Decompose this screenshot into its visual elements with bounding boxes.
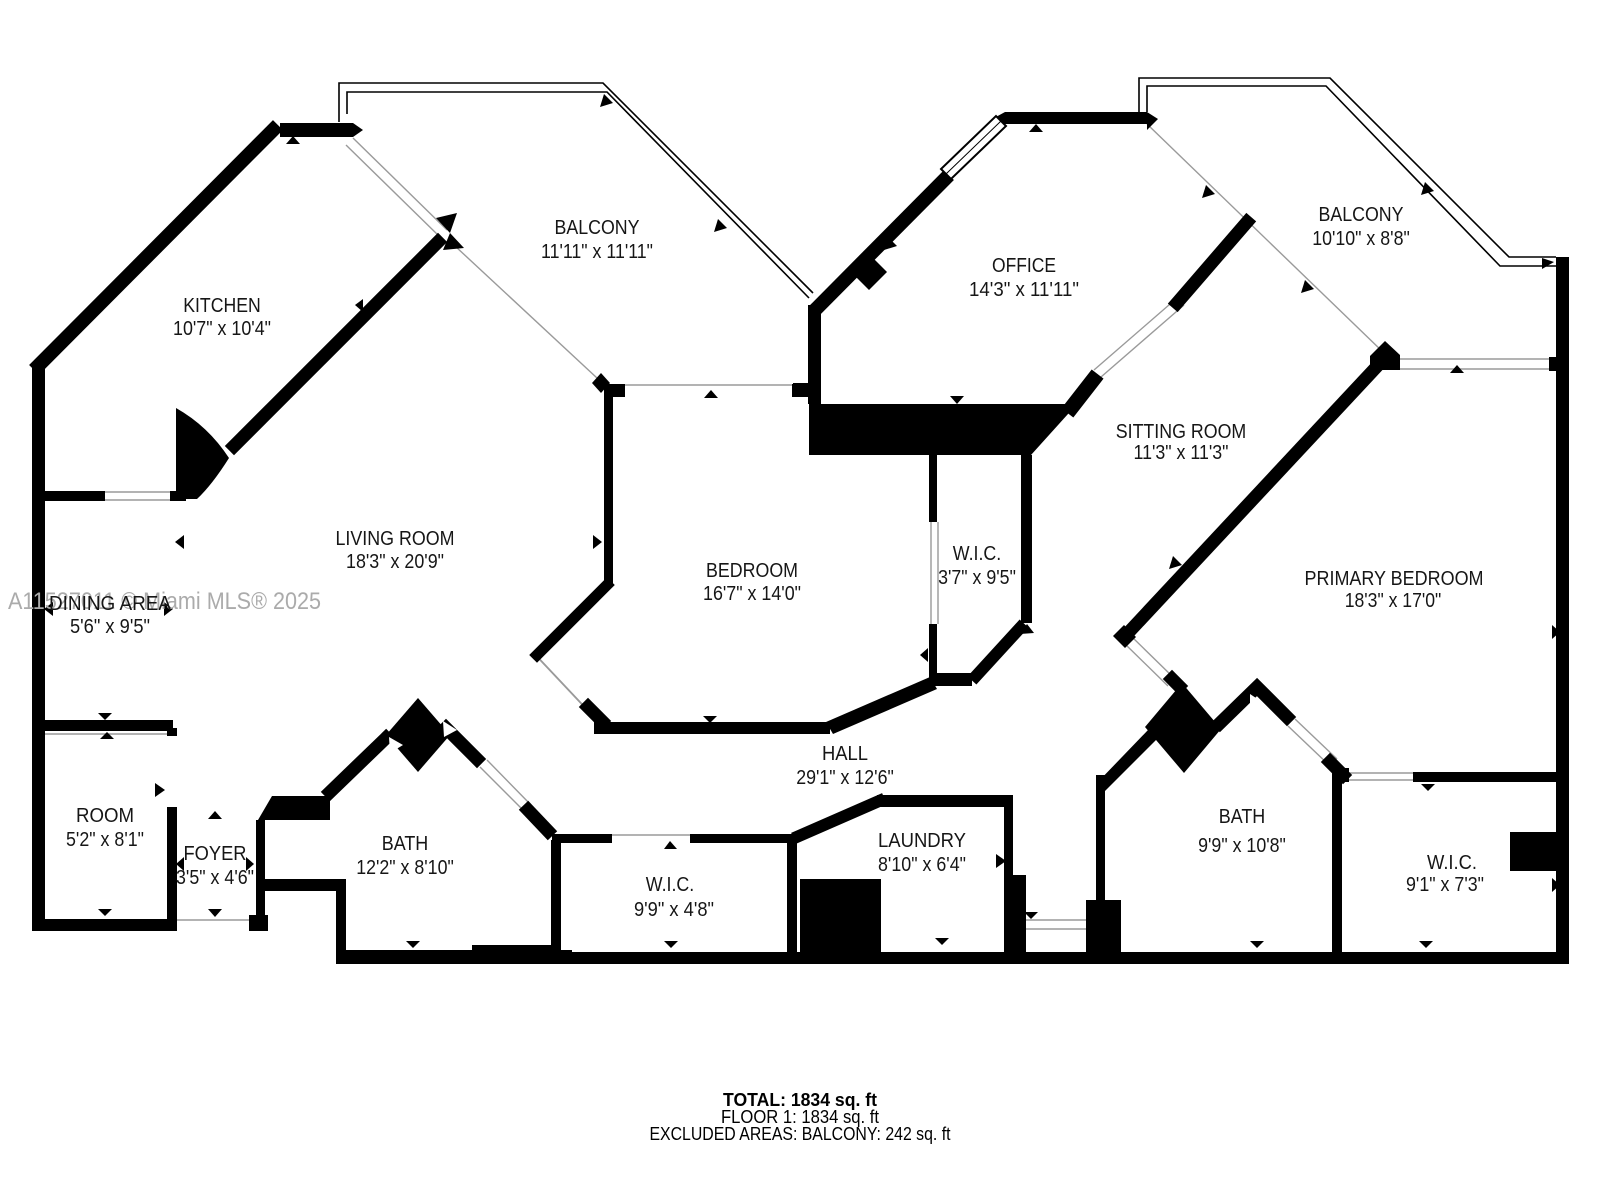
svg-text:11'3" x 11'3": 11'3" x 11'3" [1134, 442, 1229, 464]
svg-text:A11527011 © Miami MLS® 2025: A11527011 © Miami MLS® 2025 [8, 588, 321, 615]
svg-text:TOTAL: 1834 sq. ft: TOTAL: 1834 sq. ft [723, 1089, 878, 1110]
svg-text:10'7" x 10'4": 10'7" x 10'4" [173, 318, 271, 340]
svg-text:11'11" x 11'11": 11'11" x 11'11" [541, 241, 653, 263]
svg-text:BALCONY: BALCONY [555, 217, 640, 239]
svg-text:16'7" x 14'0": 16'7" x 14'0" [703, 583, 801, 605]
svg-text:BATH: BATH [1219, 806, 1266, 828]
svg-text:3'5" x 4'6": 3'5" x 4'6" [176, 867, 254, 889]
svg-text:5'6" x 9'5": 5'6" x 9'5" [70, 616, 150, 638]
svg-text:LAUNDRY: LAUNDRY [878, 830, 966, 852]
svg-text:3'7" x 9'5": 3'7" x 9'5" [938, 567, 1016, 589]
svg-text:LIVING ROOM: LIVING ROOM [336, 528, 455, 550]
svg-text:9'1" x 7'3": 9'1" x 7'3" [1406, 874, 1484, 896]
svg-text:OFFICE: OFFICE [992, 255, 1056, 277]
svg-text:ROOM: ROOM [76, 805, 134, 827]
svg-text:8'10" x 6'4": 8'10" x 6'4" [878, 854, 966, 876]
svg-text:DINING AREA: DINING AREA [49, 593, 172, 615]
svg-text:BATH: BATH [382, 833, 429, 855]
svg-text:W.I.C.: W.I.C. [953, 543, 1002, 565]
svg-text:PRIMARY BEDROOM: PRIMARY BEDROOM [1305, 568, 1484, 590]
svg-text:BEDROOM: BEDROOM [706, 560, 798, 582]
svg-text:9'9" x 10'8": 9'9" x 10'8" [1198, 835, 1286, 857]
svg-text:HALL: HALL [822, 743, 868, 765]
svg-text:KITCHEN: KITCHEN [183, 295, 261, 317]
svg-text:5'2" x 8'1": 5'2" x 8'1" [66, 829, 144, 851]
svg-text:W.I.C.: W.I.C. [646, 874, 695, 896]
svg-text:10'10" x 8'8": 10'10" x 8'8" [1312, 228, 1410, 250]
svg-text:SITTING ROOM: SITTING ROOM [1116, 421, 1247, 443]
svg-text:FLOOR 1: 1834 sq. ft: FLOOR 1: 1834 sq. ft [721, 1106, 880, 1127]
svg-text:12'2" x 8'10": 12'2" x 8'10" [356, 857, 454, 879]
svg-text:18'3" x 17'0": 18'3" x 17'0" [1345, 590, 1442, 612]
svg-text:BALCONY: BALCONY [1319, 204, 1404, 226]
svg-text:18'3" x 20'9": 18'3" x 20'9" [346, 551, 444, 573]
svg-text:EXCLUDED AREAS: BALCONY: 242 s: EXCLUDED AREAS: BALCONY: 242 sq. ft [650, 1123, 952, 1144]
svg-text:FOYER: FOYER [184, 843, 247, 865]
svg-text:W.I.C.: W.I.C. [1427, 852, 1477, 874]
svg-text:29'1" x 12'6": 29'1" x 12'6" [796, 767, 894, 789]
svg-text:14'3" x 11'11": 14'3" x 11'11" [969, 279, 1079, 301]
svg-text:9'9" x 4'8": 9'9" x 4'8" [634, 899, 714, 921]
